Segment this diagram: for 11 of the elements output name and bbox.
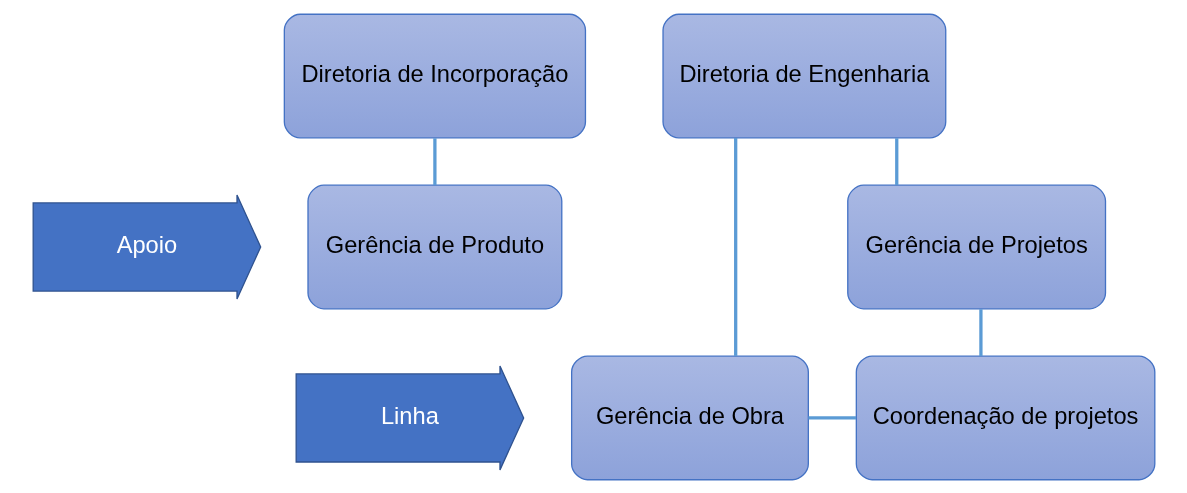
- connector: [432, 137, 437, 185]
- connector: [807, 415, 856, 420]
- node-box: Diretoria de Incorporação: [283, 13, 586, 138]
- node-box: Gerência de Produto: [306, 184, 562, 309]
- connector: [978, 308, 983, 356]
- connector: [894, 137, 898, 185]
- node-box: Gerência de Projetos: [846, 184, 1106, 309]
- node-box: Diretoria de Engenharia: [661, 13, 946, 138]
- node-box: Coordenação de projetos: [855, 355, 1155, 480]
- connector: [733, 137, 737, 356]
- node-box: Gerência de Obra: [570, 355, 809, 480]
